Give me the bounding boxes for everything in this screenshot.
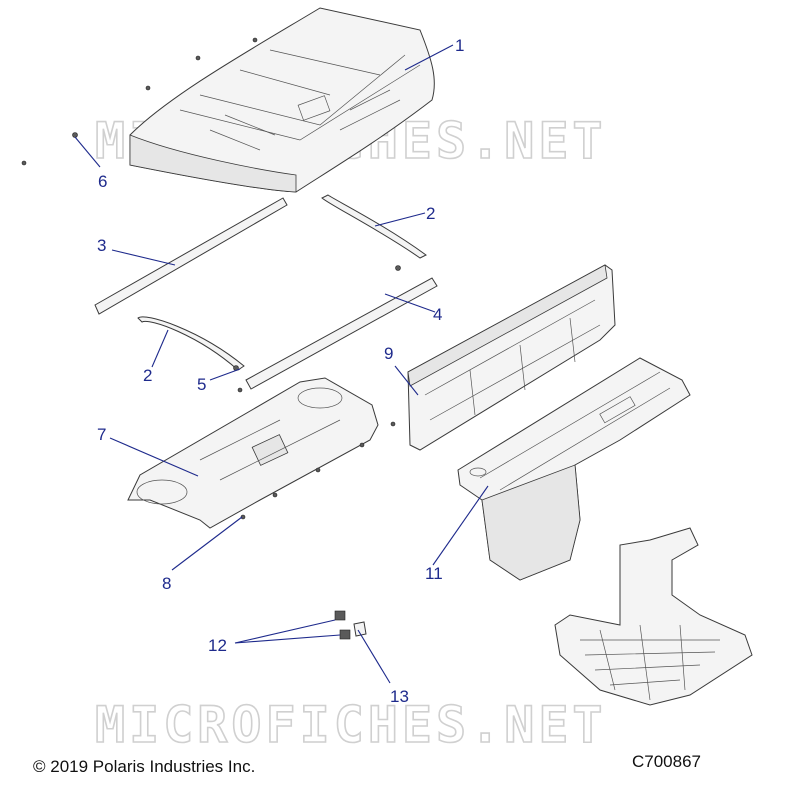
roof-screws — [21, 37, 258, 166]
drawing-number: C700867 — [632, 752, 702, 771]
rail-clip-right — [395, 265, 401, 271]
callout-1: 1 — [455, 36, 464, 55]
console-tunnel-part — [457, 357, 691, 581]
callout-5: 5 — [197, 375, 206, 394]
roof-rail-left — [137, 316, 245, 371]
clip-parts — [334, 610, 367, 640]
callout-2-right: 2 — [426, 204, 435, 223]
roof-seal-strip-right — [245, 277, 438, 390]
callout-11: 11 — [425, 564, 443, 583]
leader-lines — [74, 44, 489, 684]
callout-8: 8 — [162, 574, 171, 593]
callout-12: 12 — [208, 636, 227, 655]
watermark-bottom: MICROFICHES.NET — [95, 696, 607, 754]
callout-4: 4 — [433, 305, 442, 324]
copyright-text: © 2019 Polaris Industries Inc. — [33, 757, 256, 776]
callout-13: 13 — [390, 687, 409, 706]
headliner-part — [127, 377, 379, 529]
callout-7: 7 — [97, 425, 106, 444]
roof-seal-strip-left — [94, 197, 288, 315]
rear-panel-part — [407, 264, 616, 451]
callout-2-left: 2 — [143, 366, 152, 385]
callout-6: 6 — [98, 172, 107, 191]
roof-rail-right — [321, 194, 427, 259]
roof-part — [129, 7, 435, 193]
headliner-fasteners — [237, 387, 396, 520]
floor-mat-part — [554, 527, 753, 706]
callout-3: 3 — [97, 236, 106, 255]
callout-9: 9 — [384, 344, 393, 363]
